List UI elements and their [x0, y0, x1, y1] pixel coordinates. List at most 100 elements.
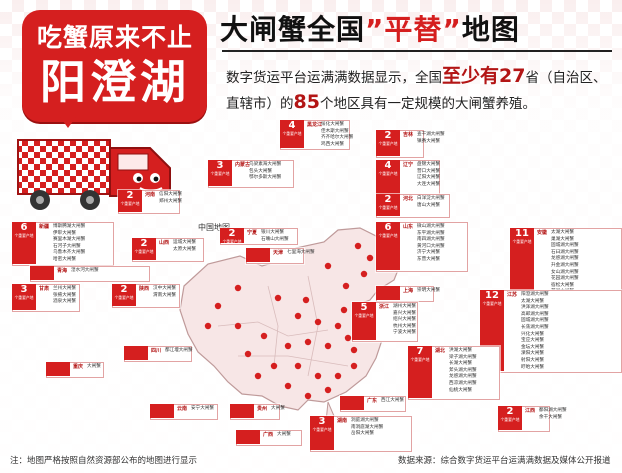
region-item: 汉中大闸蟹	[153, 286, 176, 291]
region-item: 龙感湖大闸蟹	[449, 374, 477, 380]
region-item-list: 大闸蟹	[231, 405, 285, 414]
region-name: 广西	[263, 432, 274, 438]
region-name: 甘肃	[39, 286, 50, 292]
region-name: 江西	[525, 408, 536, 414]
region-item: 信阳大闸蟹	[159, 192, 182, 197]
region-count: 11	[515, 228, 529, 239]
region-count-badge	[124, 346, 148, 360]
production-site-dot	[254, 372, 262, 380]
region-item: 太湖大闸蟹	[521, 298, 544, 304]
region-count-unit: 个重要产地	[134, 249, 154, 254]
region-count: 2	[506, 406, 514, 417]
region-item: 巢湖大闸蟹	[551, 236, 574, 242]
region-name: 江苏	[507, 292, 518, 298]
production-site-dot	[366, 254, 374, 262]
region-count-unit: 个重要产地	[378, 205, 398, 210]
region-item: 黄河口大闸蟹	[417, 243, 445, 249]
production-site-dot	[274, 294, 282, 302]
region-item-list: 大闸蟹	[237, 431, 301, 440]
region-count: 7	[416, 346, 424, 357]
region-item: 辽阳大闸蟹	[417, 175, 440, 181]
production-site-dot	[350, 346, 358, 354]
region-item: 鄱阳湖大闸蟹	[539, 408, 567, 415]
region-item: 银川大闸蟹	[261, 230, 284, 235]
region-name: 安徽	[537, 230, 548, 236]
region-item-list: 都江堰大闸蟹	[125, 347, 193, 356]
china-map	[179, 227, 403, 424]
region-count-badge	[30, 266, 54, 280]
region-count-unit: 个重要产地	[410, 357, 430, 362]
region-count-unit: 个重要产地	[14, 233, 34, 238]
production-site-dot	[324, 386, 332, 394]
region-item: 长湖大闸蟹	[449, 361, 472, 367]
region-count: 3	[216, 160, 224, 171]
region-item: 杭州大闸蟹	[393, 323, 416, 329]
region-item-list: 湟水河大闸蟹	[31, 267, 149, 276]
region-count: 3	[20, 284, 28, 295]
region-count-unit: 个重要产地	[312, 427, 332, 432]
region-count-unit: 个重要产地	[378, 233, 398, 238]
production-site-dot	[350, 362, 358, 370]
lead-em1: 至少有27	[442, 65, 526, 87]
region-item: 梁子湖大闸蟹	[449, 354, 477, 360]
region-count: 6	[20, 222, 28, 233]
region-count: 3	[318, 416, 326, 427]
production-site-dot	[360, 270, 368, 278]
production-site-dot	[260, 332, 268, 340]
region-count-unit: 个重要产地	[14, 295, 34, 300]
production-site-dot	[314, 318, 322, 326]
region-count-unit: 个重要产地	[354, 313, 374, 318]
production-site-dot	[294, 312, 302, 320]
lead-paragraph: 数字货运平台运满满数据显示，全国至少有27省（自治区、直辖市）的85个地区具有一…	[226, 64, 614, 116]
region-name: 新疆	[39, 224, 50, 230]
region-count-badge	[236, 430, 260, 444]
region-item-list: 绥化大闸蟹佳木斯大闸蟹齐齐哈尔大闸蟹鸡西大闸蟹	[281, 121, 353, 149]
region-item: 石河子大闸蟹	[53, 243, 81, 249]
production-site-dot	[324, 342, 332, 350]
region-count: 2	[384, 130, 392, 141]
region-item-list: 乌梁素海大闸蟹包头大闸蟹鄂尔多斯大闸蟹	[209, 161, 293, 183]
region-item: 兴化大闸蟹	[521, 331, 544, 337]
region-count-badge	[246, 248, 270, 262]
production-site-dot	[302, 296, 310, 304]
region-item: 博斯腾湖大闸蟹	[53, 224, 86, 229]
region-item: 安宁大闸蟹	[191, 406, 214, 411]
region-count: 2	[126, 190, 134, 201]
region-name: 内蒙古	[235, 162, 251, 168]
region-box: 青海湟水河大闸蟹	[30, 266, 150, 282]
region-item: 鸡西大闸蟹	[321, 141, 344, 147]
region-item: 南四湖大闸蟹	[417, 237, 445, 243]
region-count-unit: 个重要产地	[222, 239, 242, 244]
region-name: 天津	[273, 250, 284, 256]
region-item: 盱眙大闸蟹	[521, 364, 544, 370]
region-name: 重庆	[73, 364, 84, 370]
region-box: 重庆大闸蟹	[46, 362, 104, 378]
region-item-list: 查干湖大闸蟹镇赉大闸蟹	[377, 131, 445, 146]
region-name: 河北	[403, 196, 414, 202]
region-count-badge	[46, 362, 70, 376]
region-name: 吉林	[403, 132, 414, 138]
region-item-list: 湖州大闸蟹嘉兴大闸蟹绍兴大闸蟹杭州大闸蟹宁波大闸蟹	[353, 303, 417, 338]
title-post: 地图	[461, 13, 520, 46]
region-item-list: 信阳大闸蟹郑州大闸蟹	[119, 191, 182, 206]
region-box: 上海崇明大闸蟹	[376, 286, 440, 302]
region-item: 高邮湖大闸蟹	[521, 311, 549, 317]
region-item: 升金湖大闸蟹	[551, 262, 579, 268]
region-item: 女山湖大闸蟹	[551, 269, 579, 275]
production-site-dot	[304, 392, 312, 400]
region-item: 西江大闸蟹	[381, 398, 404, 403]
region-item: 东营大闸蟹	[417, 256, 440, 262]
region-item: 斧头湖大闸蟹	[449, 367, 477, 373]
